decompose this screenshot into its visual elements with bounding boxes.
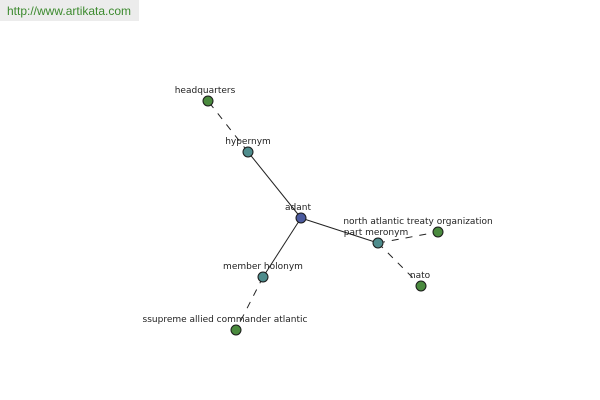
label-nato: nato bbox=[410, 271, 431, 281]
node-part-meronym[interactable] bbox=[372, 237, 384, 249]
edge-center-hypernym bbox=[247, 151, 302, 219]
watermark-bar: http://www.artikata.com bbox=[0, 0, 139, 21]
label-nato-full: north atlantic treaty organization bbox=[343, 217, 492, 227]
node-ssupreme[interactable] bbox=[230, 324, 242, 336]
watermark-url[interactable]: http://www.artikata.com bbox=[7, 4, 132, 18]
label-part-meronym: part meronym bbox=[344, 228, 408, 238]
edge-part-meronym-nato-full bbox=[377, 231, 439, 244]
node-nato[interactable] bbox=[415, 280, 427, 292]
node-hypernym[interactable] bbox=[242, 146, 254, 158]
node-member-holonym[interactable] bbox=[257, 271, 269, 283]
label-headquarters: headquarters bbox=[175, 86, 236, 96]
edge-center-member-holonym bbox=[262, 217, 302, 278]
label-member-holonym: member holonym bbox=[223, 262, 303, 272]
edge-part-meronym-nato bbox=[377, 242, 422, 287]
edge-hypernym-headquarters bbox=[207, 100, 249, 153]
edge-center-part-meronym bbox=[300, 217, 379, 244]
node-nato-full[interactable] bbox=[432, 226, 444, 238]
label-center: adant bbox=[285, 203, 311, 213]
label-hypernym: hypernym bbox=[225, 137, 271, 147]
node-headquarters[interactable] bbox=[202, 95, 214, 107]
edge-member-holonym-ssupreme bbox=[235, 276, 264, 331]
node-center[interactable] bbox=[295, 212, 307, 224]
label-ssupreme: ssupreme allied commander atlantic bbox=[143, 315, 308, 325]
